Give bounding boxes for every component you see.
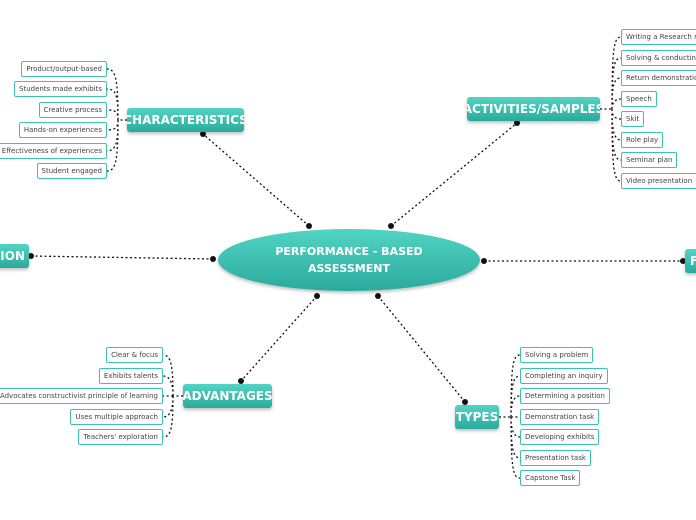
topic-characteristics[interactable]: CHARACTERISTICS	[127, 108, 244, 132]
topic-types[interactable]: TYPES	[455, 405, 499, 429]
connector-left	[30, 255, 214, 260]
leaf-types-3[interactable]: Determining a position	[520, 388, 610, 404]
topic-left-partial[interactable]: ION	[0, 244, 29, 268]
leaf-advantages-4[interactable]: Uses multiple approach	[70, 409, 163, 425]
leaf-characteristics-5[interactable]: Effectiveness of experiences	[0, 143, 107, 159]
leaf-types-7[interactable]: Capstone Task	[520, 470, 581, 486]
leaf-characteristics-2[interactable]: Students made exhibits	[14, 81, 107, 97]
leaf-types-2[interactable]: Completing an inquiry	[520, 368, 608, 384]
leaf-activities-5[interactable]: Skit	[621, 111, 645, 127]
topic-activities-samples[interactable]: ACTIVITIES/SAMPLES	[467, 97, 600, 121]
leaf-characteristics-1[interactable]: Product/output-based	[21, 61, 107, 77]
leaf-characteristics-3[interactable]: Creative process	[38, 102, 107, 118]
leaf-advantages-1[interactable]: Clear & focus	[106, 347, 163, 363]
leaf-characteristics-4[interactable]: Hands-on experiences	[18, 122, 107, 138]
connector-activities	[390, 122, 518, 227]
leaf-activities-1[interactable]: Writing a Research re	[621, 29, 696, 45]
leaf-activities-6[interactable]: Role play	[621, 132, 664, 148]
leaf-characteristics-6[interactable]: Student engaged	[36, 163, 107, 179]
connector-advantages	[240, 295, 318, 382]
leaf-activities-8[interactable]: Video presentation	[621, 173, 696, 189]
leaf-activities-7[interactable]: Seminar plan	[621, 152, 678, 168]
leaf-advantages-5[interactable]: Teachers' exploration	[78, 429, 163, 445]
leaf-advantages-3[interactable]: Advocates constructivist principle of le…	[0, 388, 163, 404]
leaf-types-1[interactable]: Solving a problem	[520, 347, 594, 363]
activities-leaf-connectors	[600, 36, 622, 182]
leaf-types-5[interactable]: Developing exhibits	[520, 429, 600, 445]
characteristics-leaf-connectors	[106, 68, 127, 172]
leaf-types-4[interactable]: Demonstration task	[520, 409, 600, 425]
leaf-activities-3[interactable]: Return demonstration	[621, 70, 696, 86]
leaf-activities-4[interactable]: Speech	[621, 91, 657, 107]
topic-right-partial[interactable]: F	[685, 249, 696, 273]
advantages-leaf-connectors	[162, 354, 183, 438]
connector-characteristics	[202, 133, 310, 227]
connector-types	[377, 295, 466, 403]
leaf-types-6[interactable]: Presentation task	[520, 450, 591, 466]
central-topic[interactable]: PERFORMANCE - BASED ASSESSMENT	[218, 229, 480, 291]
leaf-activities-2[interactable]: Solving & conducting	[621, 50, 696, 66]
leaf-advantages-2[interactable]: Exhibits talents	[98, 368, 163, 384]
topic-advantages[interactable]: ADVANTAGES	[183, 384, 272, 408]
central-topic-label: PERFORMANCE - BASED ASSESSMENT	[275, 245, 423, 275]
types-leaf-connectors	[499, 354, 521, 479]
